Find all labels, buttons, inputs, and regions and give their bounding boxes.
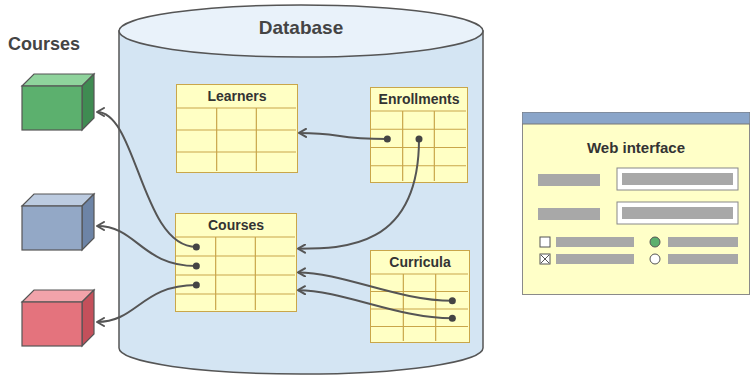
text-field [617, 168, 738, 190]
key-dot [193, 263, 200, 270]
checkbox [540, 237, 550, 247]
reference-arrow [298, 272, 452, 300]
grid-line [176, 236, 295, 237]
database-cylinder: DatabaseLearners EnrollmentsCoursesCurric… [118, 3, 484, 376]
database-table: Curricula [370, 250, 470, 343]
reference-arrow [298, 139, 419, 249]
grid-line [371, 291, 468, 292]
database-table: Enrollments [370, 87, 468, 183]
grid-line [371, 326, 468, 327]
grid-line [371, 129, 466, 130]
grid-line [177, 107, 296, 108]
grid-line [403, 274, 404, 341]
text-field-fill [622, 207, 733, 219]
grid-line [256, 108, 257, 171]
table-title: Enrollments [371, 88, 467, 111]
checkbox-label-bar [556, 237, 634, 247]
text-field [617, 202, 738, 224]
key-dot [384, 135, 391, 142]
window-title-bar [522, 112, 750, 124]
grid-line [177, 151, 296, 152]
key-dot [449, 315, 456, 322]
field-label-bar [538, 208, 600, 220]
key-dot [416, 135, 423, 142]
table-title: Learners [177, 85, 297, 108]
grid-line [371, 147, 466, 148]
database-title: Database [118, 17, 484, 39]
checkbox-cross [541, 255, 549, 263]
grid-line [435, 274, 436, 341]
grid-line [176, 293, 295, 294]
checkbox-checked [540, 254, 550, 264]
grid-line [176, 255, 295, 256]
radio-label-bar [668, 237, 738, 247]
cylinder-body [119, 31, 483, 374]
red-cube [22, 290, 94, 346]
course-link-arrow [97, 285, 196, 322]
table-title: Curricula [371, 251, 469, 274]
grid-line [176, 274, 295, 275]
course-link-arrow [97, 112, 196, 247]
radio-selected [650, 237, 660, 247]
section-label: Courses [8, 34, 80, 55]
key-dot [193, 244, 200, 251]
green-cube [22, 74, 94, 130]
key-dot [193, 282, 200, 289]
grid-line [371, 308, 468, 309]
table-title: Courses [176, 214, 296, 237]
grid-line [371, 165, 466, 166]
web-form-controls [522, 112, 750, 295]
radio-label-bar [668, 254, 738, 264]
grid-line [255, 237, 256, 310]
grid-line [371, 110, 466, 111]
field-label-bar [538, 174, 600, 186]
grid-line [216, 108, 217, 171]
grid-line [402, 111, 403, 181]
cylinder-top [119, 5, 483, 57]
database-table: Learners [176, 84, 298, 173]
window-title: Web interface [523, 139, 749, 156]
grid-line [177, 129, 296, 130]
reference-arrow [298, 290, 452, 318]
web-interface-window: Web interface [522, 112, 750, 295]
text-field-fill [622, 173, 733, 185]
blue-cube [22, 194, 94, 250]
grid-line [215, 237, 216, 310]
grid-line [371, 273, 468, 274]
key-dot [449, 297, 456, 304]
checkbox-label-bar [556, 254, 634, 264]
grid-line [434, 111, 435, 181]
database-table: Courses [175, 213, 297, 312]
course-link-arrow [97, 226, 196, 266]
radio-empty [650, 254, 660, 264]
reference-arrow [299, 133, 387, 139]
